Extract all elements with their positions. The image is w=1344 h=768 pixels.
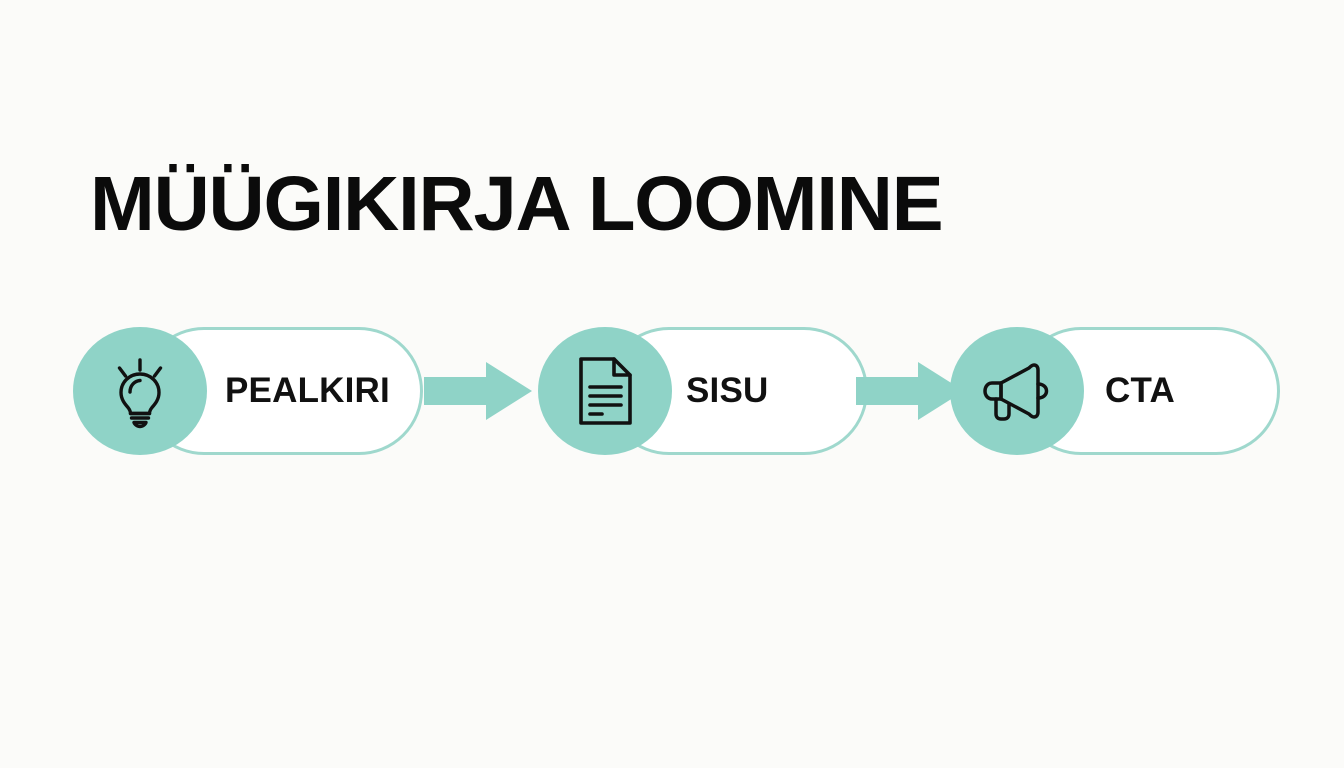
step-label: CTA xyxy=(1105,371,1175,410)
process-flow: PEALKIRI xyxy=(0,327,1344,457)
flow-step-pealkiri[interactable]: PEALKIRI xyxy=(73,327,423,455)
lightbulb-icon xyxy=(101,352,179,430)
step-badge xyxy=(73,327,207,455)
megaphone-icon xyxy=(977,351,1057,431)
arrow-right-icon xyxy=(856,360,966,422)
document-icon xyxy=(567,353,643,429)
step-badge xyxy=(950,327,1084,455)
flow-step-cta[interactable]: CTA xyxy=(950,327,1280,455)
page-title: MÜÜGIKIRJA LOOMINE xyxy=(90,161,944,247)
step-label: PEALKIRI xyxy=(225,371,390,410)
step-badge xyxy=(538,327,672,455)
flow-step-sisu[interactable]: SISU xyxy=(538,327,868,455)
step-label: SISU xyxy=(686,371,769,410)
arrow-right-icon xyxy=(424,360,534,422)
